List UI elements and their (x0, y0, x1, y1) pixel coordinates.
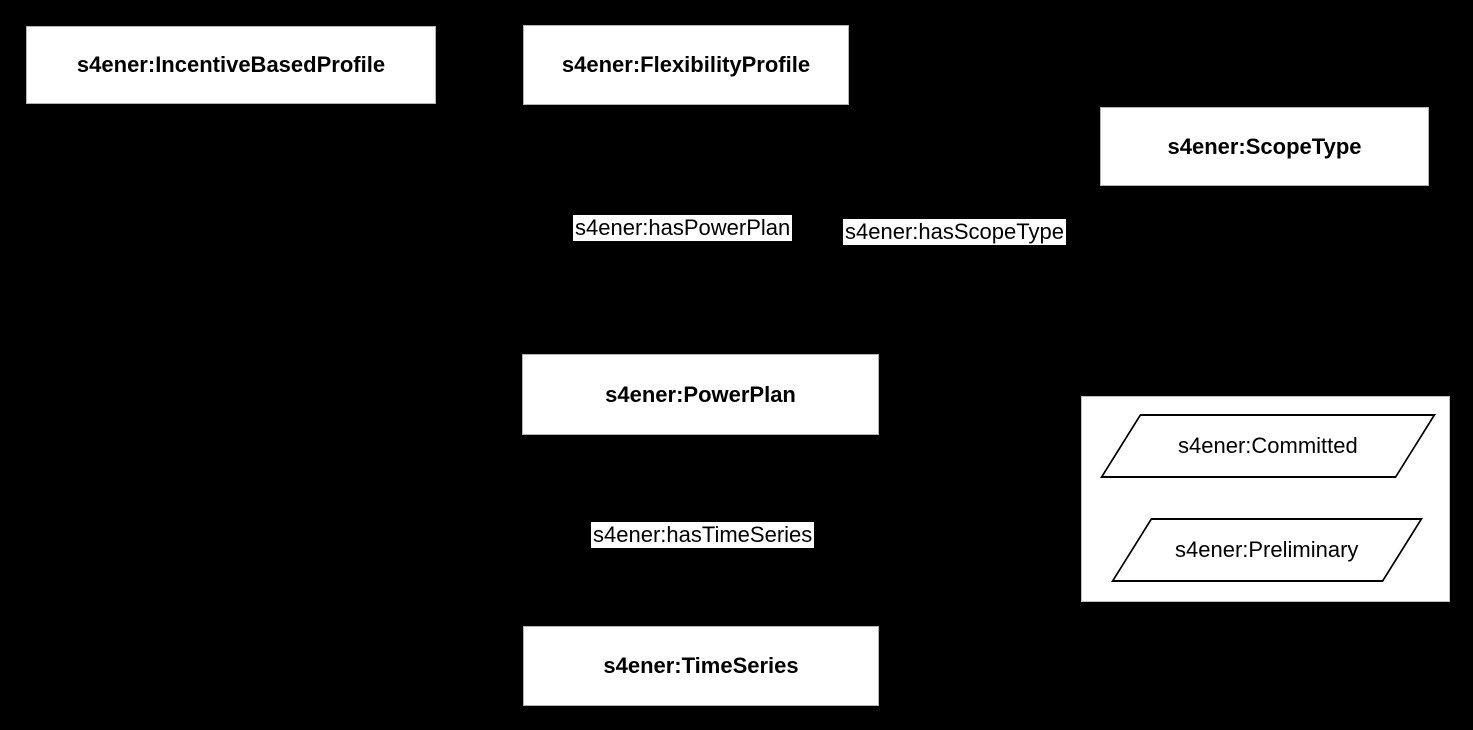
property-label-has-scope-type: s4ener:hasScopeType (843, 219, 1066, 245)
class-node-time-series: s4ener:TimeSeries (523, 626, 879, 706)
class-label: s4ener:IncentiveBasedProfile (76, 52, 386, 77)
class-node-incentive-based-profile: s4ener:IncentiveBasedProfile (26, 26, 436, 104)
instance-group-box: s4ener:Committed s4ener:Preliminary (1081, 396, 1450, 602)
instance-label: s4ener:Committed (1178, 433, 1358, 458)
class-label: s4ener:FlexibilityProfile (561, 52, 811, 77)
class-label: s4ener:PowerPlan (605, 381, 796, 407)
class-node-flexibility-profile: s4ener:FlexibilityProfile (523, 25, 849, 105)
class-node-scope-type: s4ener:ScopeType (1100, 107, 1429, 186)
class-label: s4ener:TimeSeries (603, 653, 799, 678)
class-node-power-plan: s4ener:PowerPlan (522, 354, 879, 435)
property-label-has-power-plan: s4ener:hasPowerPlan (573, 215, 793, 241)
class-label: s4ener:ScopeType (1167, 133, 1362, 159)
instance-parallelogram-committed: s4ener:Committed (1100, 414, 1436, 478)
instance-label: s4ener:Preliminary (1175, 537, 1359, 562)
property-label-has-time-series: s4ener:hasTimeSeries (591, 522, 815, 548)
instance-parallelogram-preliminary: s4ener:Preliminary (1111, 518, 1423, 582)
